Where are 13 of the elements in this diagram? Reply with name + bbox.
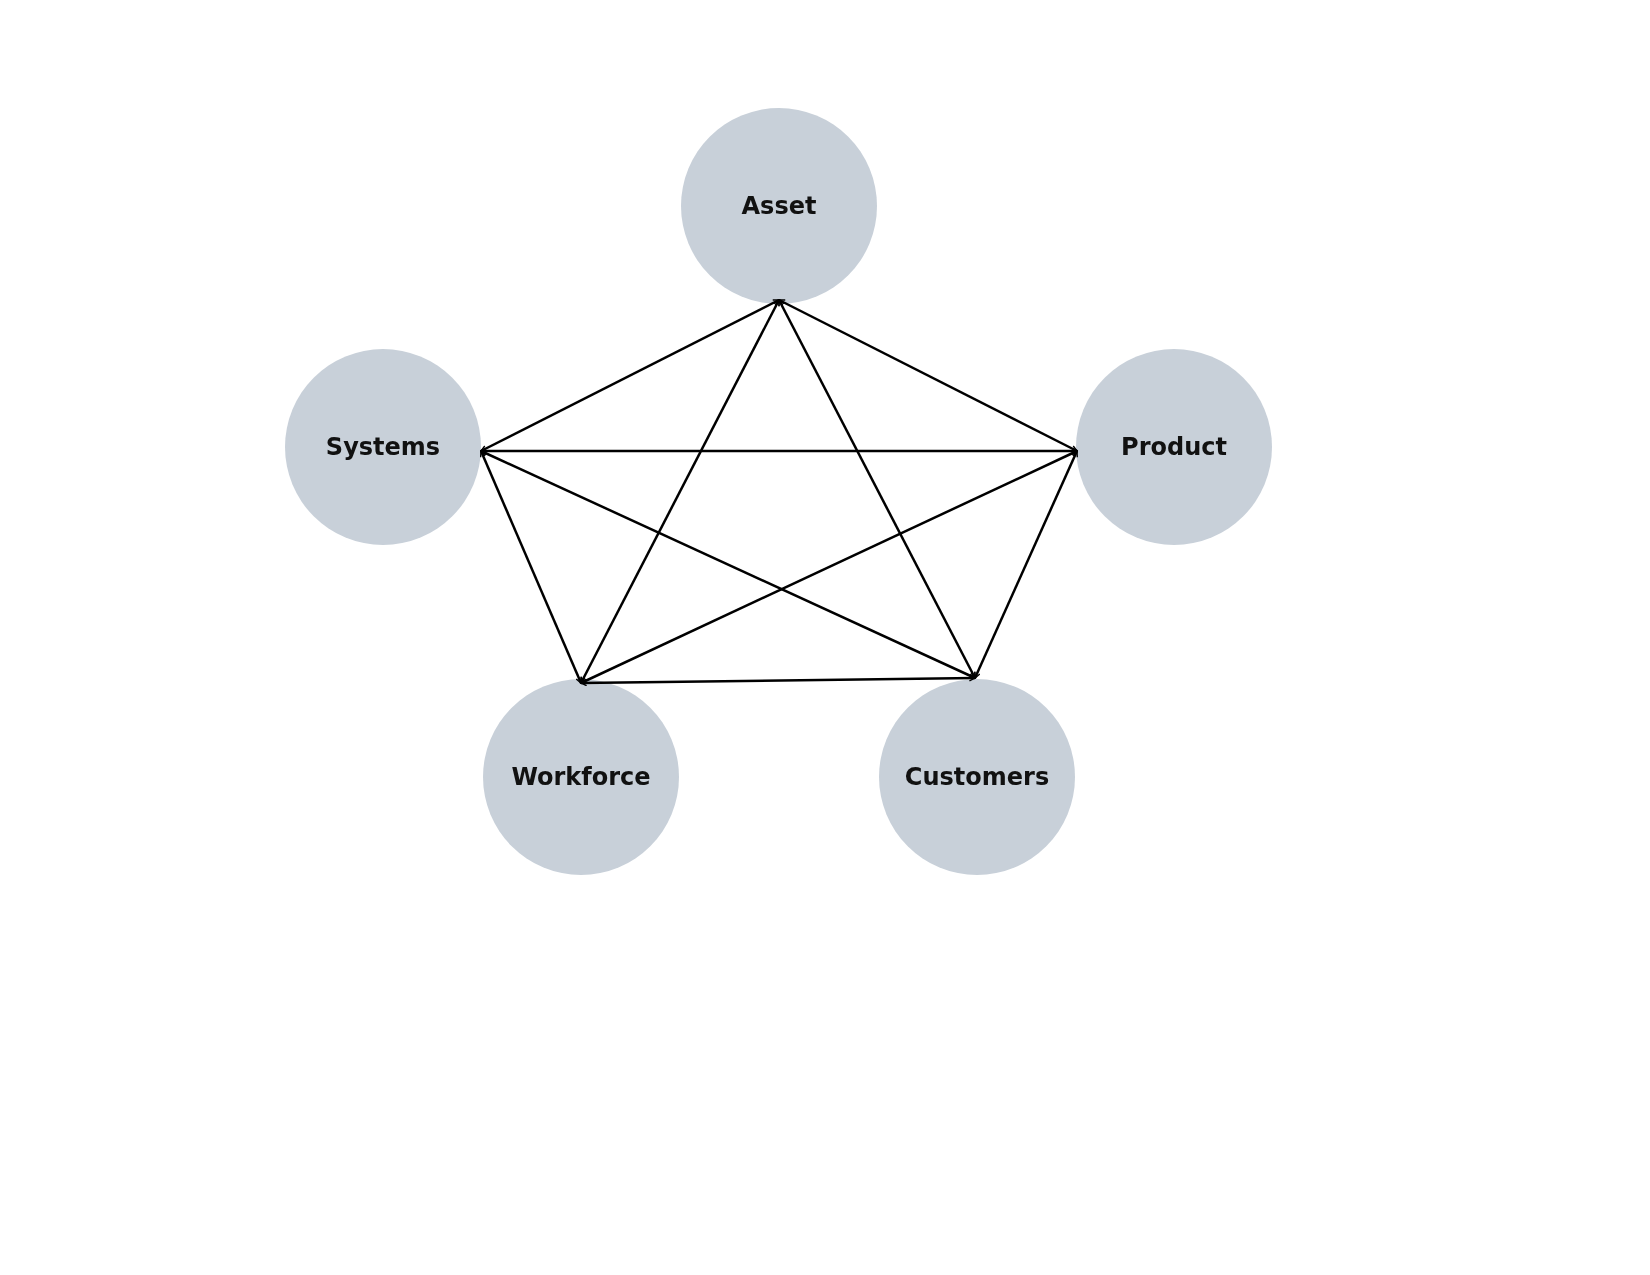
- double-arrow: [480, 298, 780, 453]
- double-arrow: [778, 298, 1078, 453]
- double-arrow: [480, 447, 1078, 455]
- double-arrow: [973, 450, 1079, 679]
- node-label: Systems: [325, 433, 441, 461]
- double-arrow: [479, 450, 583, 684]
- double-arrow: [480, 449, 976, 680]
- double-arrow: [580, 674, 976, 687]
- double-arrow: [580, 449, 1078, 685]
- node-label: Asset: [741, 192, 817, 220]
- node-label: Customers: [904, 763, 1050, 791]
- node-label: Product: [1121, 433, 1227, 461]
- node-label: Workforce: [511, 763, 651, 791]
